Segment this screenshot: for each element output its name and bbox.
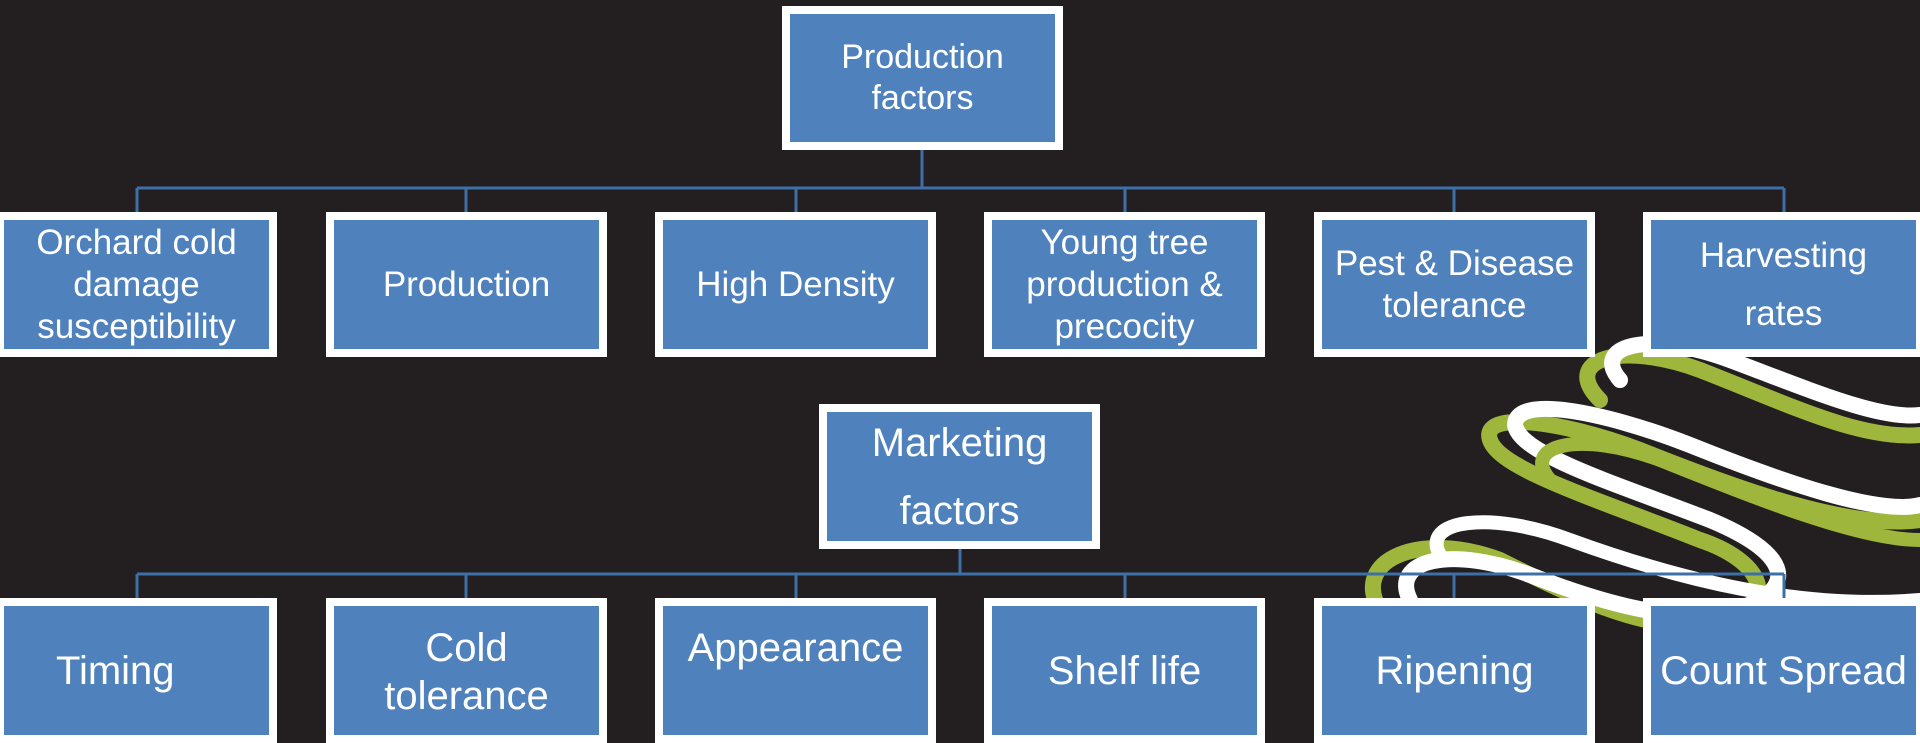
node-label: Shelf life: [1047, 648, 1202, 693]
marketing-node-appearance: Appearance: [655, 598, 936, 743]
node-label: High Density: [696, 264, 895, 304]
production-node-orchard-cold-damage: Orchard cold damage susceptibility: [0, 212, 277, 357]
production-factors-label: Production factors: [841, 38, 1004, 117]
node-label: Orchard cold damage susceptibility: [36, 222, 237, 346]
production-node-harvesting-rates: Harvesting rates: [1643, 212, 1920, 357]
node-label: Timing: [56, 648, 175, 693]
production-node-high-density: High Density: [655, 212, 936, 357]
node-label: Ripening: [1375, 648, 1534, 693]
node-label: Harvesting rates: [1699, 235, 1868, 333]
marketing-connectors: [135, 549, 1786, 598]
marketing-factors-root: Marketing factors: [819, 404, 1100, 549]
production-factors-root: Production factors: [782, 6, 1063, 150]
node-label: Production: [382, 264, 551, 304]
production-connectors: [135, 150, 1786, 212]
node-label: Young tree production & precocity: [1026, 222, 1223, 346]
marketing-node-ripening: Ripening: [1314, 598, 1595, 743]
marketing-node-cold-tolerance: Cold tolerance: [326, 598, 607, 743]
node-label: Appearance: [687, 626, 904, 670]
node-label: Pest & Disease tolerance: [1334, 243, 1575, 325]
production-node-pest-disease: Pest & Disease tolerance: [1314, 212, 1595, 357]
marketing-node-shelf-life: Shelf life: [984, 598, 1265, 743]
node-label: Cold tolerance: [384, 626, 549, 718]
marketing-factors-label: Marketing factors: [871, 420, 1048, 533]
production-node-production: Production: [326, 212, 607, 357]
marketing-node-count-spread: Count Spread: [1643, 598, 1920, 743]
marketing-node-timing: Timing: [0, 598, 277, 743]
node-label: Count Spread: [1660, 648, 1907, 693]
production-node-young-tree: Young tree production & precocity: [984, 212, 1265, 357]
